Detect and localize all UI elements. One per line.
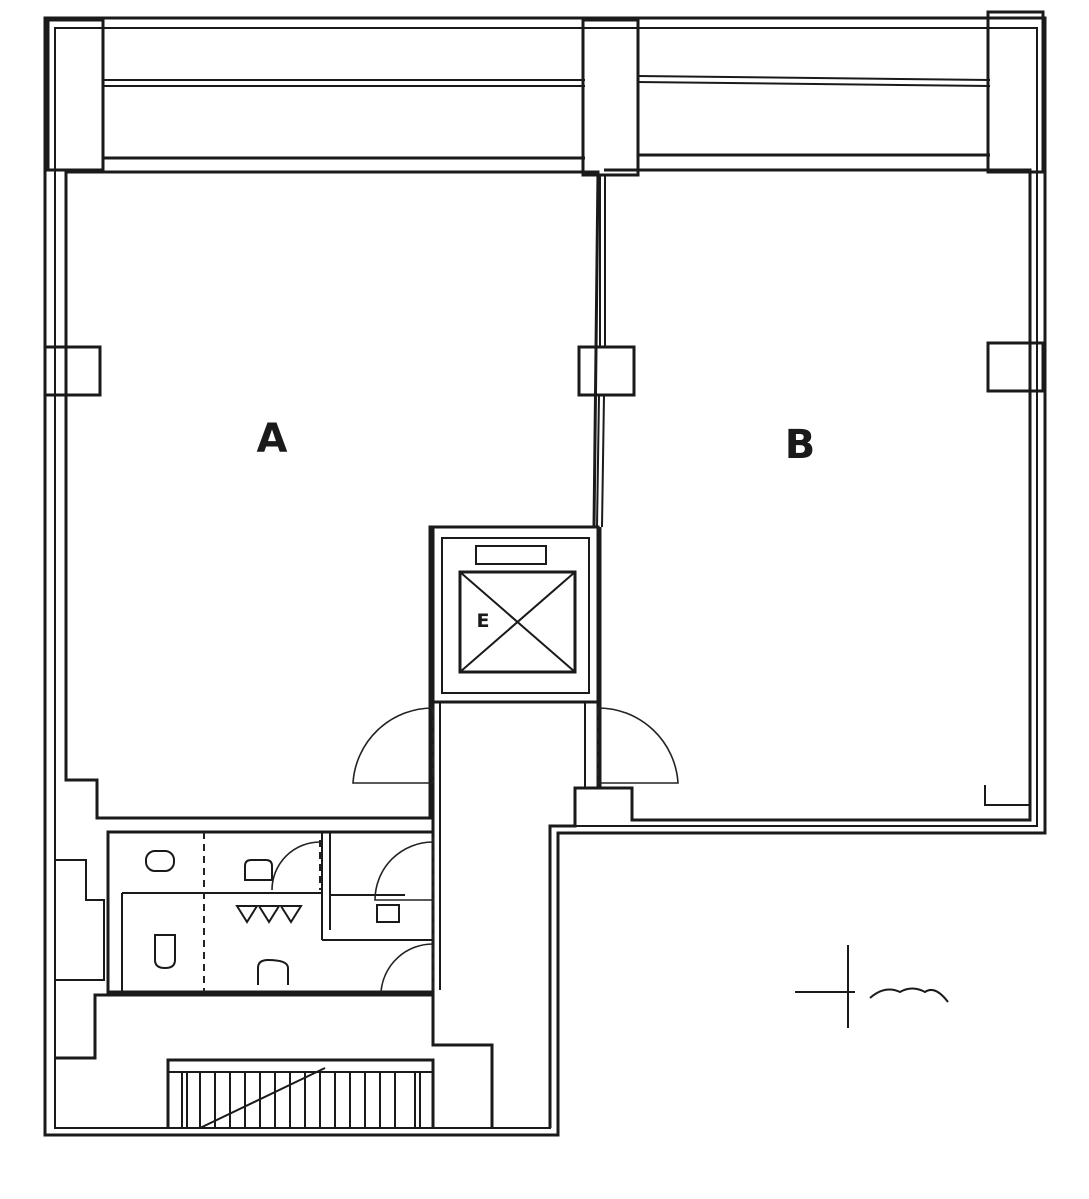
room-b-outline: [598, 168, 1032, 822]
balcony: [102, 75, 991, 160]
wall-notch: [55, 859, 105, 981]
urinal: [279, 905, 303, 924]
room-b-label: B: [785, 422, 816, 468]
structural-columns: [43, 10, 1045, 397]
pencil-marks: [795, 945, 949, 1028]
elevator-panel: [475, 545, 547, 565]
toilet: [376, 904, 400, 923]
sink: [145, 850, 175, 872]
exterior-wall: [43, 16, 1047, 1137]
room-a-label: A: [257, 416, 288, 462]
room-a-outline: [64, 170, 600, 820]
door-room-b: [597, 707, 679, 784]
column: [577, 345, 636, 397]
elevator-shaft: [458, 570, 577, 674]
column: [43, 345, 102, 397]
column: [46, 18, 105, 172]
urinal: [257, 905, 281, 924]
corridor: [431, 702, 600, 1128]
restroom-block: [106, 830, 435, 994]
toilet: [154, 934, 176, 970]
stair-landing: [55, 993, 435, 1060]
partition-wall: [596, 175, 606, 528]
column: [986, 10, 1045, 174]
elevator-core: [431, 525, 600, 704]
urinal: [244, 859, 273, 881]
door-room-a: [352, 707, 434, 784]
elevator-label: E: [477, 610, 490, 632]
stair-direction-line: [199, 1067, 326, 1129]
staircase: [166, 1058, 435, 1129]
urinal: [235, 905, 259, 924]
column: [581, 18, 640, 177]
column: [986, 341, 1045, 393]
toilet: [257, 958, 289, 985]
